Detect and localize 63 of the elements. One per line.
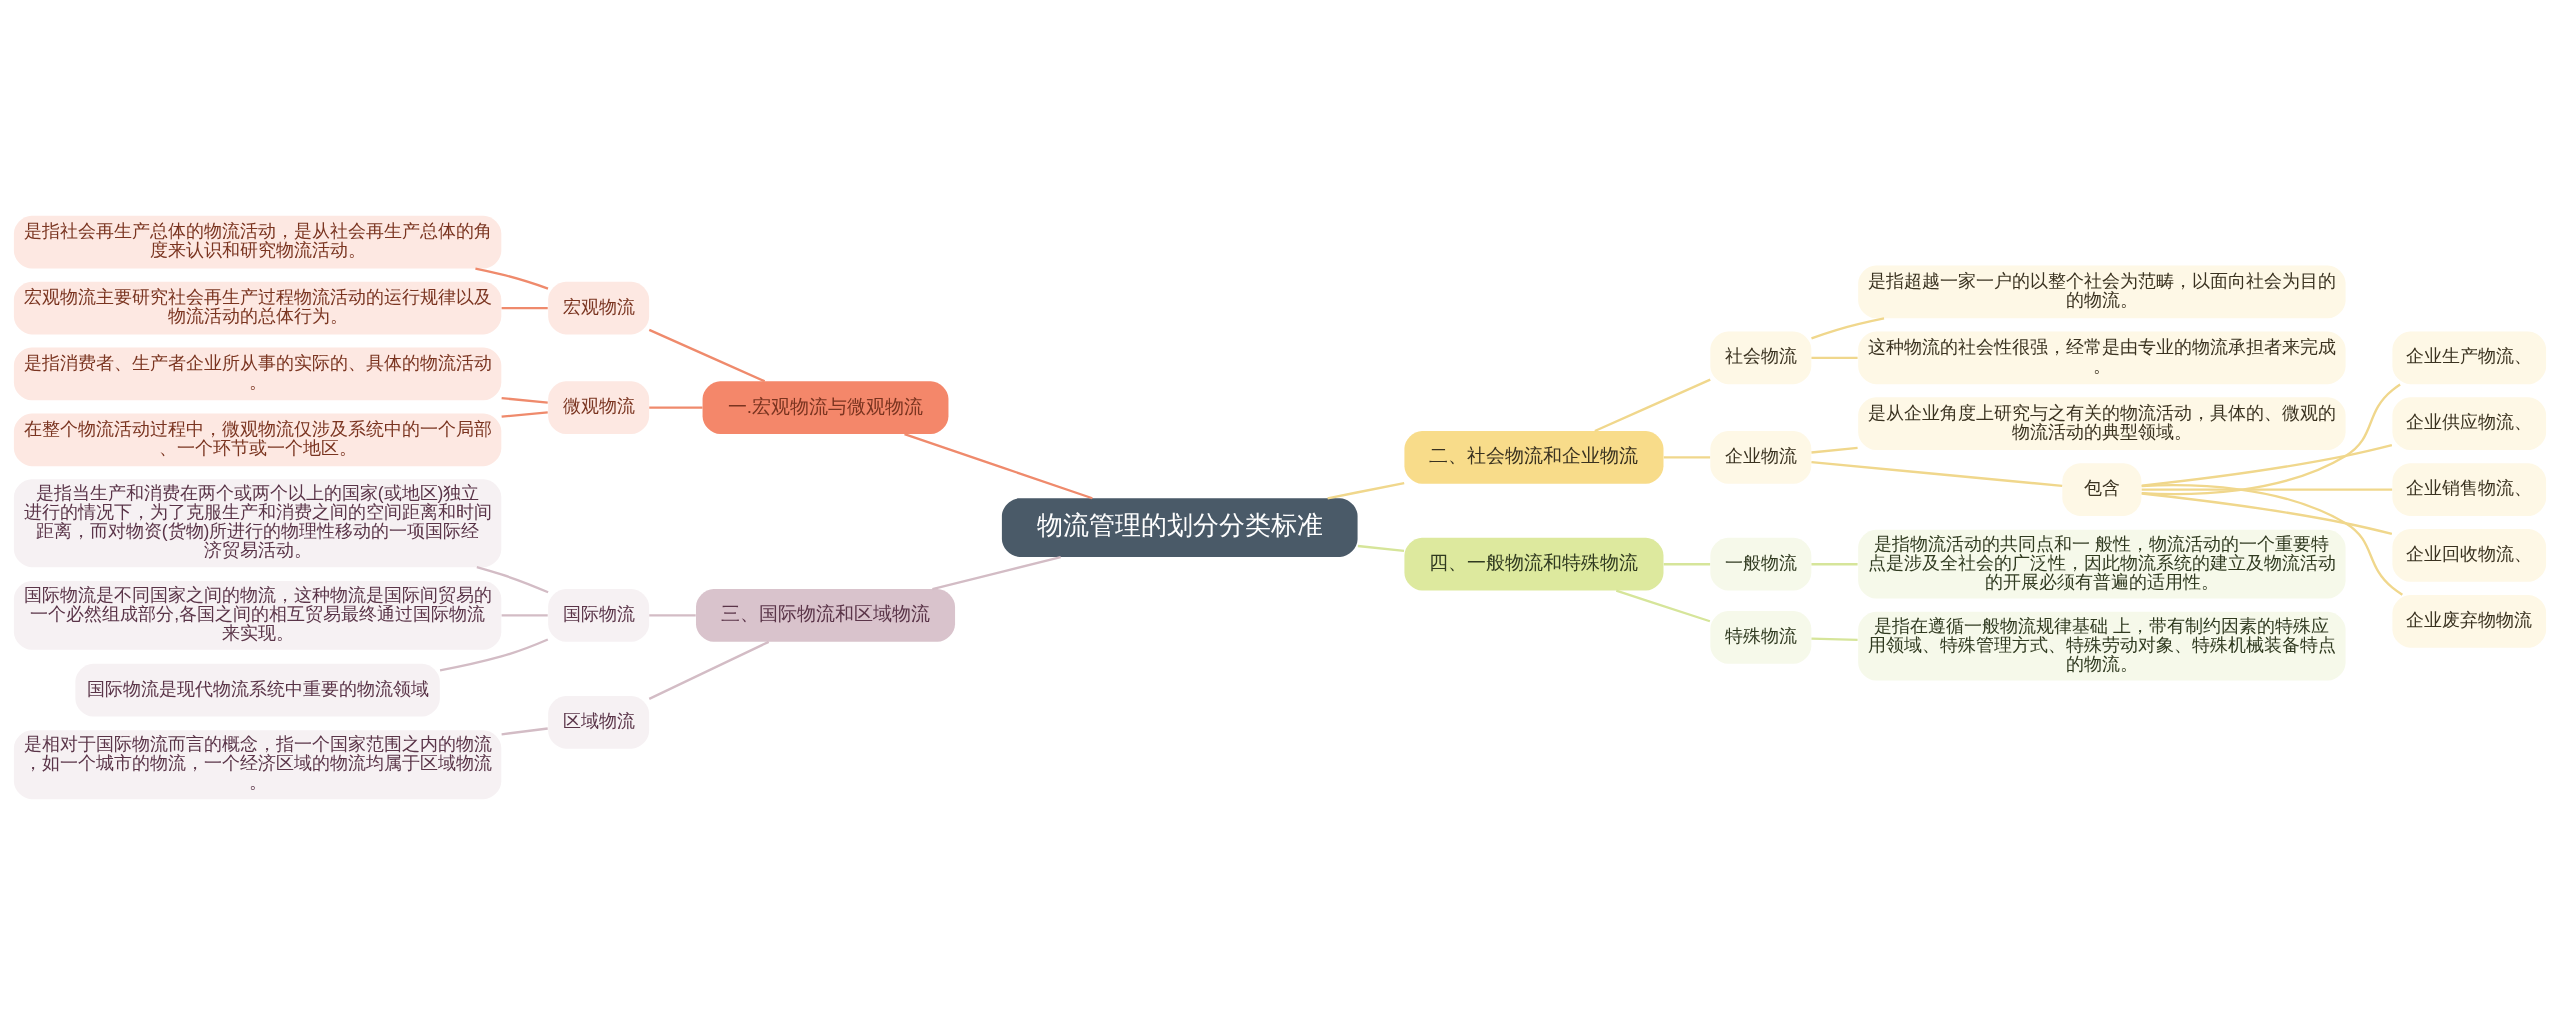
connector bbox=[2141, 444, 2393, 487]
node-box: 包含 bbox=[2062, 463, 2142, 516]
node-box: 是指超越一家一户的以整个社会为范畴，以面向社会为目的的物流。 bbox=[1858, 265, 2346, 319]
connector bbox=[1811, 637, 1858, 642]
connector bbox=[2141, 484, 2403, 596]
connector bbox=[1594, 378, 1711, 433]
connector bbox=[1811, 446, 1858, 454]
connector bbox=[475, 267, 549, 290]
connector bbox=[1811, 563, 1858, 566]
connector bbox=[1663, 563, 1711, 566]
connector bbox=[2141, 488, 2393, 491]
node-box: 在整个物流活动过程中，微观物流仅涉及系统中的一个局部、一个环节或一个地区。 bbox=[13, 413, 502, 467]
connector bbox=[2141, 492, 2393, 536]
node-box: 特殊物流 bbox=[1710, 611, 1812, 664]
node-box: 是指社会再生产总体的物流活动，是从社会再生产总体的角度来认识和研究物流活动。 bbox=[13, 215, 502, 269]
connector bbox=[501, 306, 548, 310]
connector bbox=[904, 433, 1093, 500]
node-box: 国际物流是不同国家之间的物流，这种物流是国际间贸易的一个必然组成部分,各国之间的相互贸易最终通过国际物流来实现。 bbox=[13, 581, 502, 650]
connector bbox=[1811, 317, 1885, 340]
node-box: 社会物流 bbox=[1710, 331, 1812, 385]
node-box: 物流管理的划分分类标准 bbox=[1001, 498, 1358, 557]
connector bbox=[1327, 481, 1405, 500]
connector bbox=[648, 640, 770, 700]
node-box: 企业销售物流、 bbox=[2392, 463, 2547, 516]
connector bbox=[2141, 383, 2401, 496]
connector bbox=[501, 614, 548, 617]
connector bbox=[501, 411, 548, 418]
connector bbox=[648, 328, 766, 383]
connector bbox=[1357, 544, 1405, 552]
node-box: 三、国际物流和区域物流 bbox=[696, 589, 956, 642]
node-box: 宏观物流 bbox=[548, 281, 650, 335]
node-box: 宏观物流主要研究社会再生产过程物流活动的运行规律以及物流活动的总体行为。 bbox=[13, 281, 502, 335]
connector bbox=[476, 566, 549, 594]
node-box: 企业物流 bbox=[1710, 431, 1812, 484]
node-box: 是指当生产和消费在两个或两个以上的国家(或地区)独立进行的情况下，为了克服生产和消费之间的空间距离和时间距离，而对物资(货物)所进行的物理性移动的一项国际经济贸易活动。 bbox=[13, 479, 502, 568]
connector bbox=[501, 396, 548, 404]
connector bbox=[932, 555, 1061, 591]
node-box: 二、社会物流和企业物流 bbox=[1404, 431, 1664, 484]
connector bbox=[649, 406, 703, 409]
node-box: 这种物流的社会性很强，经常是由专业的物流承担者来完成。 bbox=[1858, 331, 2346, 385]
node-box: 国际物流 bbox=[548, 589, 650, 642]
connector bbox=[1811, 460, 2063, 488]
node-box: 国际物流是现代物流系统中重要的物流领域 bbox=[75, 663, 440, 717]
node-box: 企业供应物流、 bbox=[2392, 397, 2547, 451]
node-box: 企业废弃物物流 bbox=[2392, 594, 2547, 648]
node-box: 是相对于国际物流而言的概念，指一个国家范围之内的物流，如一个城市的物流，一个经济区域的物流均属于区域物流。 bbox=[13, 730, 502, 800]
connector bbox=[501, 727, 548, 736]
node-box: 四、一般物流和特殊物流 bbox=[1404, 537, 1664, 591]
connector bbox=[1663, 456, 1711, 459]
node-box: 一.宏观物流与微观物流 bbox=[702, 381, 949, 434]
node-box: 企业回收物流、 bbox=[2392, 529, 2547, 582]
node-box: 一般物流 bbox=[1710, 537, 1812, 591]
node-box: 是指在遵循一般物流规律基础 上，带有制约因素的特殊应用领域、特殊管理方式、特殊劳动对象、特殊机械装备特点的物流。 bbox=[1858, 611, 2346, 681]
node-box: 企业生产物流、 bbox=[2392, 331, 2547, 385]
node-box: 区域物流 bbox=[548, 695, 650, 749]
connector bbox=[1811, 356, 1858, 359]
connector bbox=[1615, 589, 1711, 623]
node-box: 是从企业角度上研究与之有关的物流活动，具体的、微观的物流活动的典型领域。 bbox=[1858, 397, 2346, 451]
connector bbox=[439, 638, 549, 672]
node-box: 是指消费者、生产者企业所从事的实际的、具体的物流活动。 bbox=[13, 347, 502, 401]
node-box: 是指物流活动的共同点和一 般性，物流活动的一个重要特点是涉及全社会的广泛性，因此物流系统的建立及物流活动的开展必须有普遍的适用性。 bbox=[1858, 529, 2346, 599]
node-box: 微观物流 bbox=[548, 381, 650, 434]
connector bbox=[649, 614, 696, 617]
